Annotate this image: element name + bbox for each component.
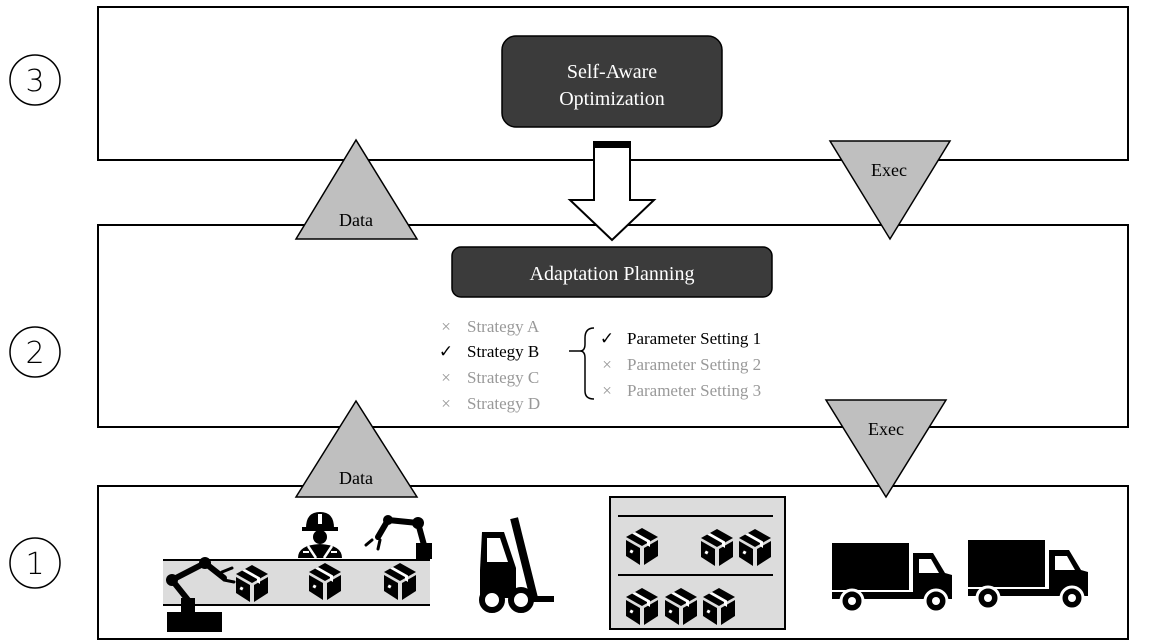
- parameter-mark: ×: [602, 355, 612, 374]
- strategy-label: Strategy B: [467, 342, 539, 361]
- self-aware-optimization-box: [501, 35, 723, 128]
- warehouse-shelf-icon: [609, 496, 786, 630]
- optimization-label-line-1: Self-Aware: [567, 61, 657, 83]
- strategy-list: × Strategy A ✓ Strategy B × Strategy C ×…: [439, 317, 540, 413]
- exec-arrow-lower: Exec: [824, 399, 948, 499]
- level-2-badge: 2: [9, 326, 61, 378]
- parameter-brace: [579, 327, 595, 400]
- adaptation-planning-box: [451, 246, 773, 298]
- parameter-label: Parameter Setting 2: [627, 355, 761, 374]
- strategy-label: Strategy C: [467, 368, 539, 387]
- strategy-label: Strategy D: [467, 394, 540, 413]
- parameter-mark: ✓: [600, 329, 614, 348]
- strategy-mark: ×: [441, 368, 451, 387]
- level-2-circle: [9, 326, 61, 378]
- level-1-circle: [9, 537, 61, 589]
- optimization-to-planning-arrow: [567, 141, 657, 242]
- worker-icon: [298, 512, 342, 559]
- strategy-mark: ×: [441, 394, 451, 413]
- forklift-icon: [479, 517, 554, 613]
- strategy-label: Strategy A: [467, 317, 540, 336]
- strategy-mark: ✓: [439, 342, 453, 361]
- level-3-circle: [9, 54, 61, 106]
- exec-arrow-lower-label: Exec: [868, 419, 904, 439]
- strategy-mark: ×: [441, 317, 451, 336]
- optimization-label-line-2: Optimization: [559, 88, 665, 110]
- exec-arrow-upper: Exec: [828, 140, 952, 241]
- robot-arm-icon: [364, 515, 432, 559]
- level-1-number: 1: [25, 547, 44, 582]
- level-1-badge: 1: [9, 537, 61, 589]
- adaptation-planning-label: Adaptation Planning: [530, 263, 695, 285]
- data-arrow-upper-label: Data: [339, 210, 373, 230]
- level-3-badge: 3: [9, 54, 61, 106]
- robot-arm-icon: [166, 557, 236, 632]
- parameter-list: ✓ Parameter Setting 1 × Parameter Settin…: [600, 329, 761, 400]
- level-2-number: 2: [25, 336, 44, 371]
- parameter-label: Parameter Setting 3: [627, 381, 761, 400]
- level-3-number: 3: [25, 64, 44, 99]
- exec-arrow-upper-label: Exec: [871, 160, 907, 180]
- data-arrow-lower-label: Data: [339, 468, 373, 488]
- data-arrow-lower: Data: [294, 399, 419, 498]
- parameter-mark: ×: [602, 381, 612, 400]
- parameter-label: Parameter Setting 1: [627, 329, 761, 348]
- data-arrow-upper: Data: [294, 138, 419, 240]
